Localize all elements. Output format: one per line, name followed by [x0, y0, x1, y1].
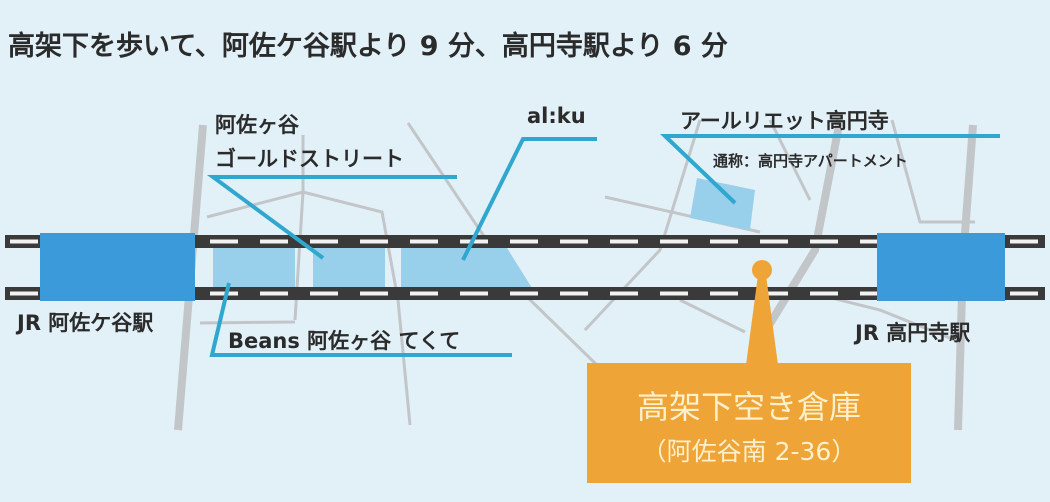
target-marker: 高架下空き倉庫 （阿佐谷南 2-36）: [587, 260, 911, 483]
facility-gold-street: [313, 248, 385, 288]
road-main-east: [756, 119, 844, 343]
road: [890, 119, 975, 224]
label-arliet-alias: 通称：高円寺アパートメント: [713, 152, 908, 170]
facility-alku: [401, 248, 532, 288]
label-station-asagaya: JR 阿佐ケ谷駅: [15, 311, 154, 335]
label-arliet: アールリエット高円寺: [680, 109, 889, 133]
leader-gold-street: [206, 175, 457, 260]
target-name: 高架下空き倉庫: [637, 388, 861, 426]
road: [583, 119, 702, 332]
road: [293, 135, 305, 321]
station-asagaya: [40, 233, 195, 301]
target-box: [587, 363, 911, 483]
map-title: 高架下を歩いて、阿佐ケ谷駅より 9 分、高円寺駅より 6 分: [8, 30, 728, 62]
leader-arliet: [660, 134, 1000, 205]
target-address: （阿佐谷南 2-36）: [642, 437, 857, 466]
label-station-koenji: JR 高円寺駅: [853, 321, 971, 345]
road: [768, 119, 812, 201]
label-gold-street-line2: ゴールドストリート: [215, 147, 404, 171]
leader-beans: [209, 282, 512, 357]
pin-stem: [746, 275, 778, 365]
road: [199, 320, 296, 325]
label-alku: al:ku: [527, 104, 586, 128]
station-koenji: [877, 233, 1005, 301]
road: [679, 298, 746, 334]
pin-icon: [752, 260, 772, 280]
facility-beans: [213, 248, 295, 288]
leader-alku: [461, 137, 597, 261]
road: [206, 190, 412, 426]
label-gold-street-line1: 阿佐ヶ谷: [215, 113, 300, 137]
label-beans: Beans 阿佐ヶ谷 てくて: [228, 329, 460, 353]
facility-arliet: [690, 178, 755, 230]
